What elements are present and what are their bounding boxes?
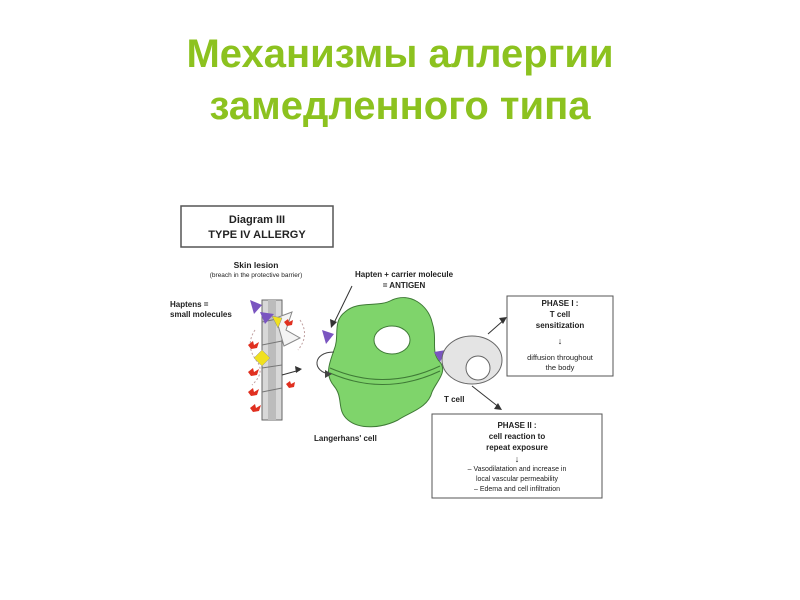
langerhans-nucleus	[373, 325, 411, 355]
diagram-header-box	[180, 205, 334, 248]
phase2-line4: – Vasodilatation and increase in	[468, 466, 567, 473]
hapten-red-6	[286, 381, 295, 388]
hapten-yellow-diamond	[253, 349, 271, 367]
phase2-box	[431, 413, 603, 499]
phase1-box	[506, 295, 614, 377]
langerhans-label: Langerhans' cell	[314, 434, 377, 443]
hapten-red-1	[248, 341, 259, 349]
haptens-label-line1: Haptens =	[170, 300, 209, 309]
arrow-to-phase2	[471, 385, 501, 409]
skin-lesion-label: Skin lesion	[234, 260, 279, 270]
antigen-pointer-head	[330, 319, 337, 328]
hapten-molecules	[248, 300, 302, 412]
antigen-pointer-arrow	[332, 285, 353, 326]
t-cell	[441, 335, 503, 385]
title-line-1: Механизмы аллергии	[186, 32, 614, 76]
title-line-2: замедленного типа	[209, 84, 591, 128]
t-cell-nucleus	[465, 355, 491, 381]
hapten-yellow-1	[271, 315, 283, 329]
hapten-purple-2	[260, 312, 274, 324]
hapten-purple-1	[250, 300, 262, 314]
antigen-label-line1: Hapten + carrier molecule	[355, 270, 454, 279]
skin-layer	[249, 299, 305, 421]
phase1-line1: PHASE I :	[542, 299, 579, 308]
hapten-red-5	[284, 319, 293, 326]
diagram-header-line1: Diagram III	[229, 214, 285, 226]
phase1-line2: T cell	[550, 310, 570, 319]
phase2-line3: repeat exposure	[486, 443, 548, 452]
hapten-red-2	[248, 368, 259, 376]
phase2-arrow: ↓	[515, 454, 520, 464]
phase2-line5: local vascular permeability	[476, 476, 559, 483]
phase1-arrow: ↓	[558, 336, 563, 346]
phase2-line2: cell reaction to	[489, 432, 546, 441]
langerhans-cell-body	[328, 297, 444, 428]
phase2-line1: PHASE II :	[497, 421, 536, 430]
antigen-label-line2: = ANTIGEN	[383, 281, 426, 290]
phase2-line6: – Edema and cell infiltration	[474, 486, 560, 493]
phase1-line3: sensitization	[536, 321, 585, 330]
langerhans-cell	[328, 297, 444, 428]
phase1-line4: diffusion throughout	[527, 353, 594, 362]
skin-lesion-note: (breach in the protective barrier)	[210, 272, 303, 279]
hapten-red-4	[250, 404, 261, 412]
hapten-red-3	[248, 388, 259, 396]
hapten-on-langerhans	[322, 330, 334, 344]
haptens-label-line2: small molecules	[170, 310, 232, 319]
phase1-line5: the body	[546, 363, 575, 372]
diagram-header-line2: TYPE IV ALLERGY	[208, 229, 306, 241]
slide-title: Механизмы аллергии замедленного типа	[0, 28, 800, 132]
t-cell-label: T cell	[444, 395, 464, 404]
